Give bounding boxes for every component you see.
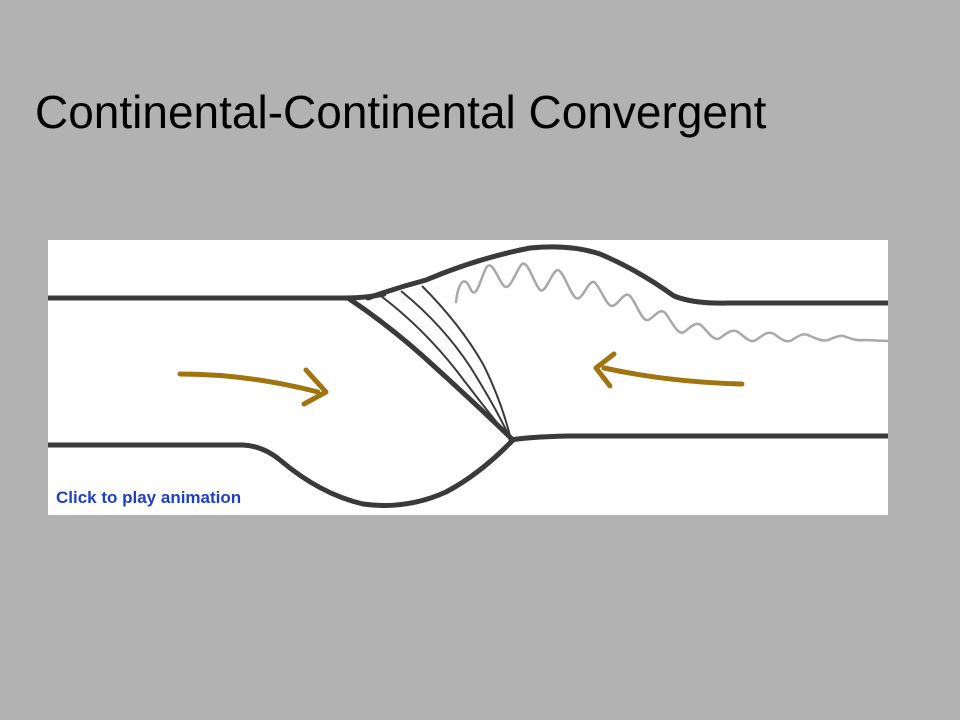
convergent-boundary-animation[interactable]: Click to play animation — [48, 240, 888, 515]
arrow-right-icon — [177, 367, 329, 407]
collision-boundary — [345, 295, 516, 443]
thrust-fault-2 — [400, 290, 512, 441]
slide-title: Continental-Continental Convergent — [35, 86, 767, 138]
mountain-uplift-edge — [365, 244, 888, 306]
play-animation-link[interactable]: Click to play animation — [56, 488, 242, 507]
thrust-fault-1 — [380, 295, 512, 441]
left-plate-top-edge — [48, 291, 387, 301]
left-plate-bottom-edge — [48, 437, 516, 508]
right-plate-bottom-edge — [508, 433, 888, 443]
arrow-left-icon — [593, 351, 745, 389]
plate-collision-diagram — [48, 244, 888, 508]
thrust-fault-3 — [421, 285, 512, 441]
folded-strata-line — [454, 262, 888, 343]
